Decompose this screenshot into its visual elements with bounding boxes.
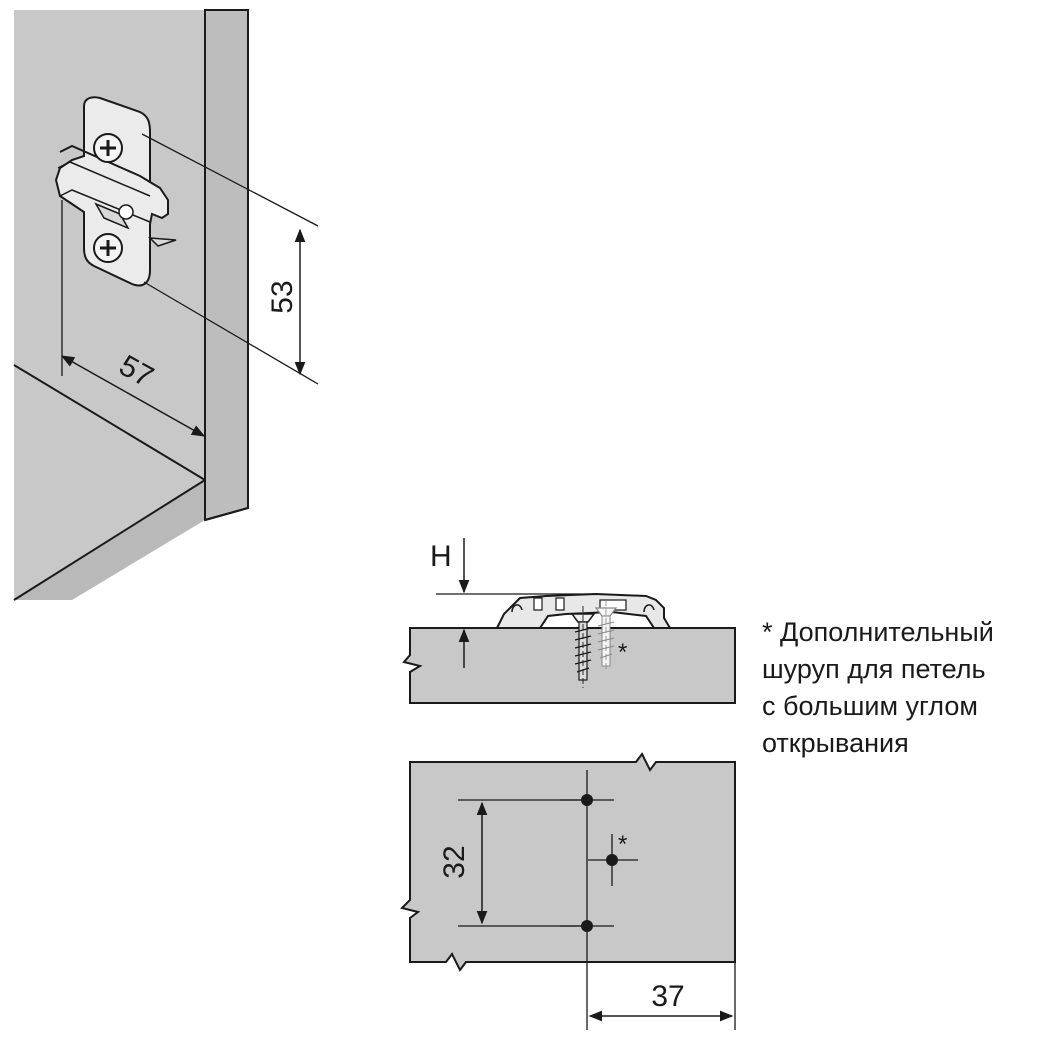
note-line-1: * Дополнительный [762, 617, 994, 647]
additional-screw-icon [594, 600, 618, 672]
asterisk-marker-top: * [618, 831, 627, 858]
screw-bottom-icon [93, 233, 123, 263]
drill-hole-additional [606, 854, 618, 866]
dimension-32-label: 32 [438, 845, 471, 878]
note-line-3: с большим углом [762, 691, 978, 721]
cabinet-panel-edge [204, 9, 249, 522]
dimension-37-label: 37 [651, 980, 684, 1013]
note-line-4: открывания [762, 728, 909, 758]
dimension-37: 37 [588, 962, 736, 1030]
mounting-plate-3d [54, 96, 177, 287]
dimension-53-label: 53 [266, 280, 299, 313]
dimension-h: H [430, 538, 596, 668]
note-line-2: шуруп для петель [762, 654, 986, 684]
side-section-view: * H [402, 538, 736, 704]
additional-screw-note: * Дополнительный шуруп для петель с боль… [762, 614, 1057, 762]
screw-icon [570, 606, 596, 688]
dimension-53: 53 [141, 133, 319, 385]
drilling-top-view: * 32 37 [400, 752, 736, 1030]
cabinet-perspective-view: 53 57 [13, 9, 319, 601]
dimension-h-label: H [430, 540, 452, 573]
asterisk-marker-side: * [618, 639, 627, 666]
section-board [402, 627, 736, 704]
dimension-32: 32 [438, 799, 587, 927]
screw-top-icon [93, 133, 123, 163]
